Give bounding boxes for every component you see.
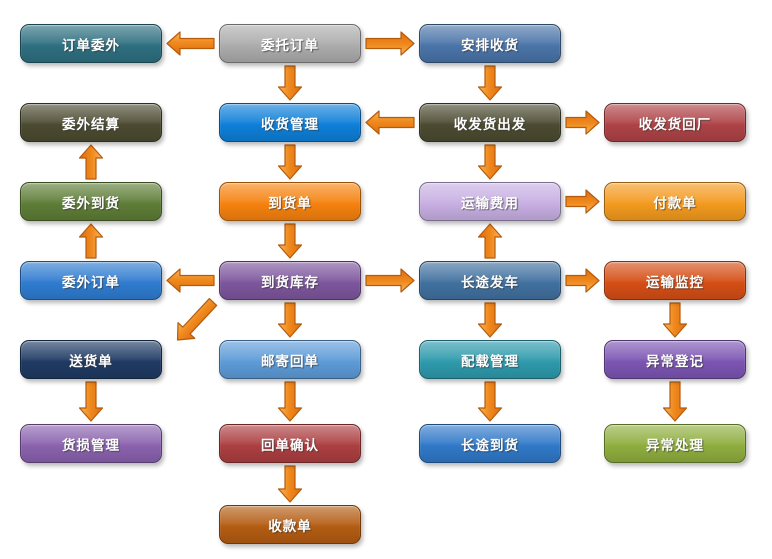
node-exception-handling[interactable]: 异常处理 (604, 424, 746, 463)
node-label: 收货管理 (261, 116, 319, 133)
node-receiving-management[interactable]: 收货管理 (219, 103, 361, 142)
node-load-management[interactable]: 配载管理 (419, 340, 561, 379)
node-outsourcing-arrival[interactable]: 委外到货 (20, 182, 162, 221)
arrow-outsourcing-order-to-outsourcing-arrival (78, 223, 104, 259)
arrow-receipt-confirmation-to-collection-note (277, 465, 303, 503)
node-arrange-receiving[interactable]: 安排收货 (419, 24, 561, 63)
node-entrust-order[interactable]: 委托订单 (219, 24, 361, 63)
arrow-arrival-inventory-to-mail-receipt (277, 302, 303, 338)
node-label: 委外结算 (62, 116, 120, 133)
node-label: 送货单 (69, 353, 113, 370)
arrow-longhaul-departure-to-transport-expense (477, 223, 503, 259)
arrow-arrival-note-to-arrival-inventory (277, 223, 303, 259)
node-label: 配载管理 (461, 353, 519, 370)
arrow-dispatch-departure-to-receiving-management (365, 110, 415, 135)
arrow-entrust-order-to-order-outsourcing (166, 31, 215, 56)
arrow-mail-receipt-to-receipt-confirmation (277, 381, 303, 422)
node-outsourcing-order[interactable]: 委外订单 (20, 261, 162, 300)
node-dispatch-return-factory[interactable]: 收发货回厂 (604, 103, 746, 142)
node-arrival-note[interactable]: 到货单 (219, 182, 361, 221)
node-longhaul-departure[interactable]: 长途发车 (419, 261, 561, 300)
arrow-arrival-inventory-to-delivery-note (176, 297, 218, 341)
node-delivery-note[interactable]: 送货单 (20, 340, 162, 379)
node-label: 委外到货 (62, 195, 120, 212)
node-arrival-inventory[interactable]: 到货库存 (219, 261, 361, 300)
node-receipt-confirmation[interactable]: 回单确认 (219, 424, 361, 463)
node-label: 异常处理 (646, 437, 704, 454)
node-label: 订单委外 (62, 37, 120, 54)
arrow-entrust-order-to-receiving-management (277, 65, 303, 101)
arrow-longhaul-departure-to-load-management (477, 302, 503, 338)
node-label: 收发货回厂 (638, 116, 712, 133)
node-payment-note[interactable]: 付款单 (604, 182, 746, 221)
arrow-receiving-management-to-arrival-note (277, 144, 303, 180)
arrow-longhaul-departure-to-transport-monitoring (565, 268, 600, 293)
node-label: 运输监控 (646, 274, 704, 291)
node-damage-management[interactable]: 货损管理 (20, 424, 162, 463)
arrow-delivery-note-to-damage-management (78, 381, 104, 422)
arrow-arrival-inventory-to-longhaul-departure (365, 268, 415, 293)
node-label: 收发货出发 (453, 116, 527, 133)
arrow-outsourcing-arrival-to-outsourcing-settlement (78, 144, 104, 180)
node-outsourcing-settlement[interactable]: 委外结算 (20, 103, 162, 142)
node-label: 回单确认 (261, 437, 319, 454)
node-transport-expense[interactable]: 运输费用 (419, 182, 561, 221)
node-exception-registration[interactable]: 异常登记 (604, 340, 746, 379)
node-longhaul-arrival[interactable]: 长途到货 (419, 424, 561, 463)
node-dispatch-departure[interactable]: 收发货出发 (419, 103, 561, 142)
node-label: 货损管理 (62, 437, 120, 454)
node-label: 委外订单 (62, 274, 120, 291)
arrow-transport-expense-to-payment-note (565, 189, 600, 214)
arrow-transport-monitoring-to-exception-registration (662, 302, 688, 338)
node-label: 到货单 (268, 195, 312, 212)
node-collection-note[interactable]: 收款单 (219, 505, 361, 544)
node-label: 长途发车 (461, 274, 519, 291)
node-order-outsourcing[interactable]: 订单委外 (20, 24, 162, 63)
node-transport-monitoring[interactable]: 运输监控 (604, 261, 746, 300)
arrow-dispatch-departure-to-dispatch-return-factory (565, 110, 600, 135)
node-label: 付款单 (653, 195, 697, 212)
node-label: 到货库存 (261, 274, 319, 291)
node-mail-receipt[interactable]: 邮寄回单 (219, 340, 361, 379)
node-label: 委托订单 (261, 37, 319, 54)
arrow-arrange-receiving-to-dispatch-departure (477, 65, 503, 101)
arrow-exception-registration-to-exception-handling (662, 381, 688, 422)
arrow-load-management-to-longhaul-arrival (477, 381, 503, 422)
arrow-dispatch-departure-to-transport-expense (477, 144, 503, 180)
node-label: 邮寄回单 (261, 353, 319, 370)
arrow-arrival-inventory-to-outsourcing-order (166, 268, 215, 293)
node-label: 异常登记 (646, 353, 704, 370)
node-label: 运输费用 (461, 195, 519, 212)
node-label: 安排收货 (461, 37, 519, 54)
node-label: 收款单 (268, 518, 312, 535)
arrow-entrust-order-to-arrange-receiving (365, 31, 415, 56)
node-label: 长途到货 (461, 437, 519, 454)
